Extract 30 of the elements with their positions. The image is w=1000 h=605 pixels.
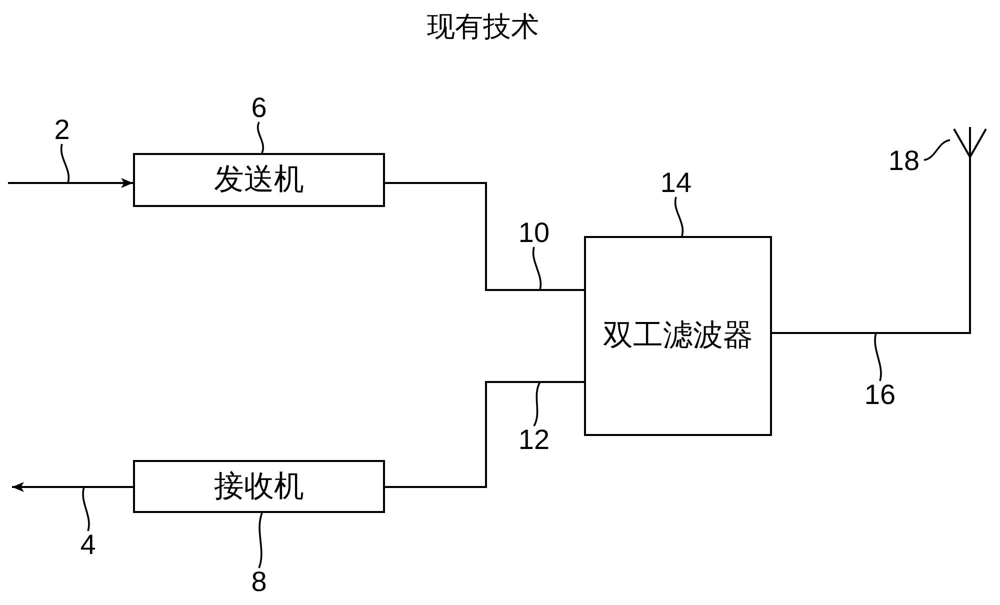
leader-line — [532, 246, 542, 290]
callout-number: 10 — [514, 219, 554, 247]
callout-number: 6 — [244, 94, 274, 122]
box-label: 发送机 — [214, 162, 304, 198]
leader-line — [258, 512, 263, 568]
leader-line — [82, 486, 90, 532]
arrow — [8, 178, 133, 188]
process-box — [133, 460, 385, 513]
connector-line — [385, 381, 584, 488]
diagram-title: 现有技术 — [426, 11, 540, 45]
leader-line — [924, 139, 950, 161]
callout-number: 4 — [73, 531, 103, 559]
leader-line — [533, 382, 541, 426]
box-label: 接收机 — [214, 468, 304, 504]
arrow — [12, 482, 133, 492]
callout-number: 16 — [860, 381, 900, 409]
leader-line — [874, 332, 882, 382]
callout-number: 8 — [244, 568, 274, 596]
callout-number: 18 — [884, 147, 924, 175]
process-box — [133, 153, 385, 207]
leader-line — [256, 122, 264, 154]
connector-line — [772, 169, 971, 334]
callout-number: 12 — [514, 426, 554, 454]
connector-line — [385, 182, 584, 291]
process-box — [584, 236, 772, 436]
box-label: 双工滤波器 — [603, 318, 753, 354]
callout-number: 14 — [656, 169, 696, 197]
callout-number: 2 — [47, 116, 77, 144]
leader-line — [674, 196, 684, 236]
leader-line — [60, 144, 70, 184]
